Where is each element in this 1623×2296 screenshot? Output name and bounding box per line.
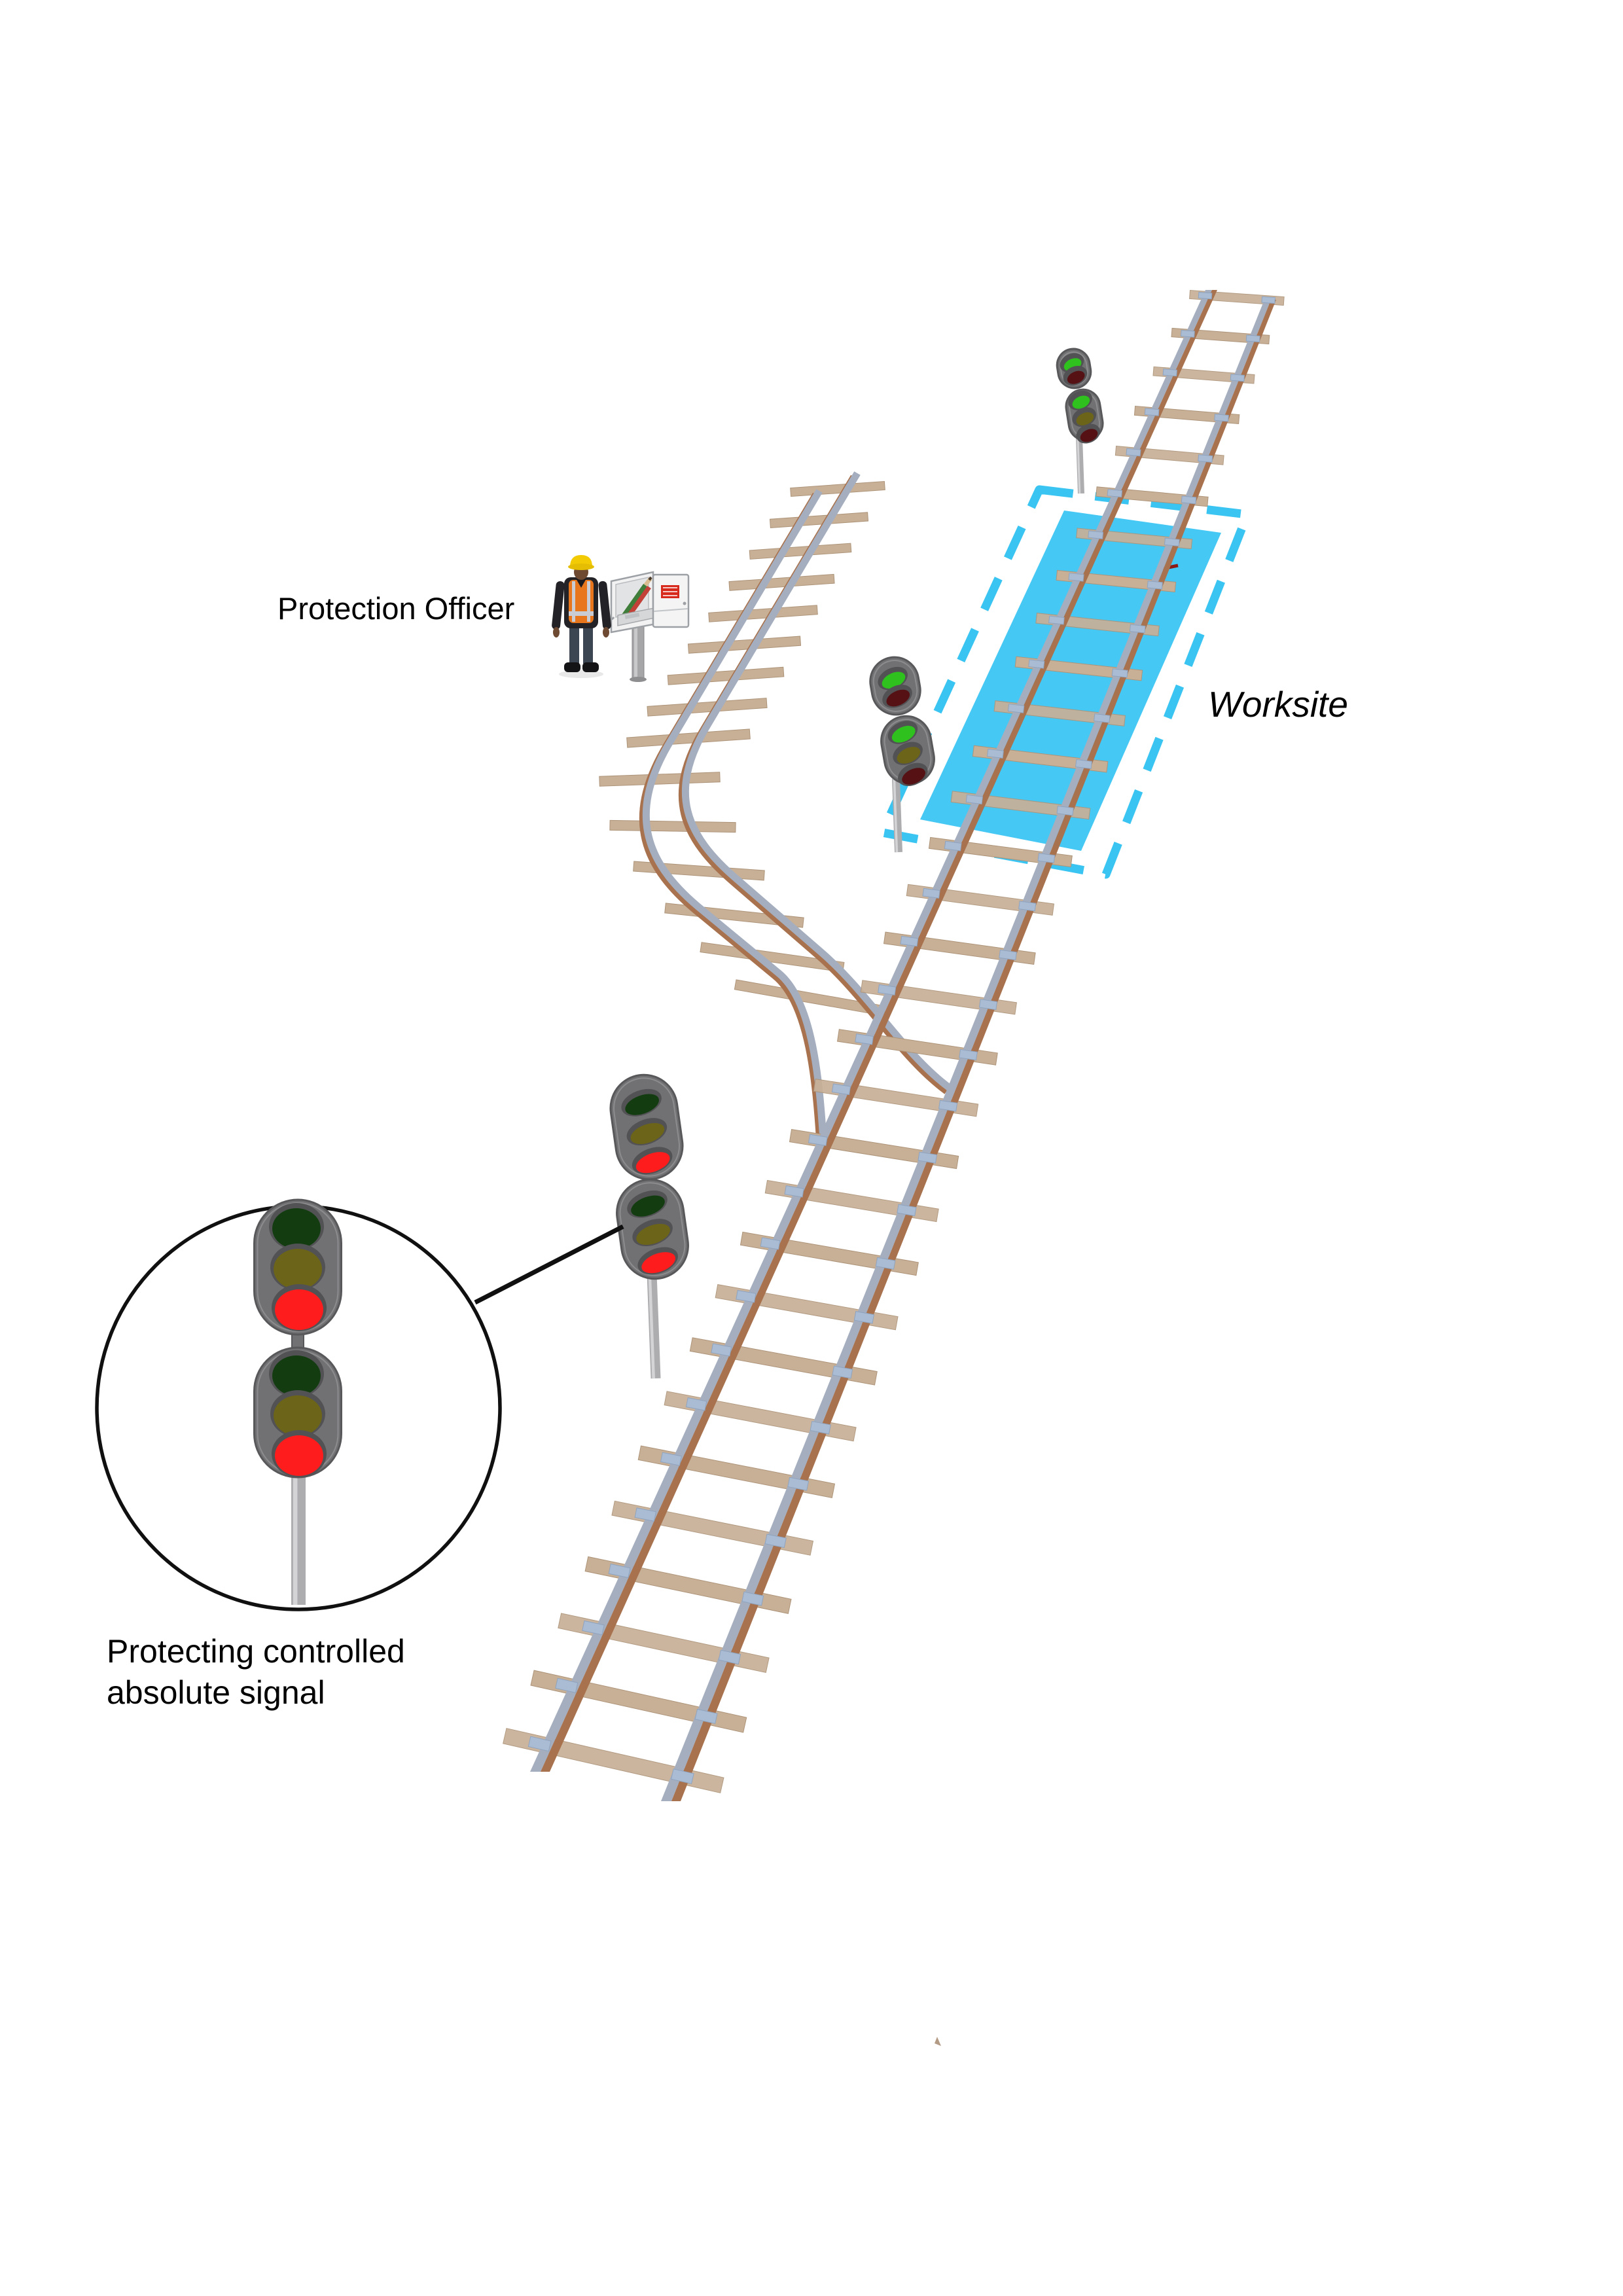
magnified-protecting-signal-lens-green-unlit — [272, 1355, 321, 1396]
protecting-signal-lens-yellow-unlit — [636, 1223, 670, 1245]
exit-signal-lens-red-unlit — [1067, 370, 1085, 384]
signals-layer — [609, 348, 1104, 1379]
protecting-signal-head-1 — [609, 1073, 684, 1181]
worksite-label: Worksite — [1208, 684, 1348, 725]
protecting-signal-label-line2: absolute signal — [107, 1674, 325, 1711]
magnified-protecting-signal-head-2 — [253, 1346, 342, 1479]
render-artifacts — [935, 2037, 941, 2046]
worksite-entry-signal-head-2 — [880, 715, 935, 787]
worksite-entry-signal-lens-green-lit — [891, 725, 916, 743]
worksite-entry-signal-head-1 — [869, 656, 921, 716]
protection-officer-label: Protection Officer — [277, 591, 515, 626]
protecting-signal-lens-red-lit — [641, 1252, 676, 1274]
protecting-signal-label-line1: Protecting controlled — [107, 1633, 405, 1670]
exit-signal-lens-yellow-unlit — [1076, 412, 1094, 425]
protecting-signal-lens-red-lit — [635, 1152, 670, 1174]
magnified-protecting-signal-lens-red-lit — [275, 1289, 323, 1330]
protecting-signal-lens-green-unlit — [631, 1195, 665, 1217]
magnified-protecting-signal-lens-red-lit — [275, 1435, 323, 1476]
magnified-protecting-signal — [253, 1198, 342, 1605]
magnified-protecting-signal-head-1 — [253, 1198, 342, 1336]
main-track — [503, 289, 1285, 1801]
magnified-protecting-signal-lens-yellow-unlit — [274, 1249, 322, 1289]
protecting-signal-lens-green-unlit — [625, 1094, 659, 1115]
magnified-protecting-signal-lens-green-unlit — [272, 1208, 321, 1249]
protecting-signal — [609, 1073, 689, 1379]
exit-signal — [1056, 348, 1104, 494]
branch-track — [599, 471, 953, 1144]
worksite-entry-signal-lens-red-unlit — [902, 768, 925, 785]
magnifier-callout — [95, 1198, 624, 1611]
exit-signal-lens-green-lit — [1072, 395, 1090, 409]
magnified-protecting-signal-lens-yellow-unlit — [274, 1395, 322, 1436]
lineside-cabinet — [604, 571, 690, 682]
protection-officer-figure — [552, 555, 611, 678]
worksite-entry-signal-lens-green-lit — [882, 672, 906, 689]
protecting-signal-head-2 — [616, 1178, 689, 1280]
worksite-entry-signal-lens-red-unlit — [886, 689, 910, 707]
worksite-entry-signal — [869, 656, 935, 853]
exit-signal-lens-red-unlit — [1080, 429, 1098, 442]
worksite-entry-signal-lens-yellow-unlit — [897, 747, 921, 764]
protecting-signal-label: Protecting controlled absolute signal — [107, 1631, 405, 1713]
protecting-signal-lens-yellow-unlit — [630, 1122, 665, 1144]
exit-signal-head-1 — [1056, 348, 1092, 389]
exit-signal-head-2 — [1065, 388, 1104, 444]
